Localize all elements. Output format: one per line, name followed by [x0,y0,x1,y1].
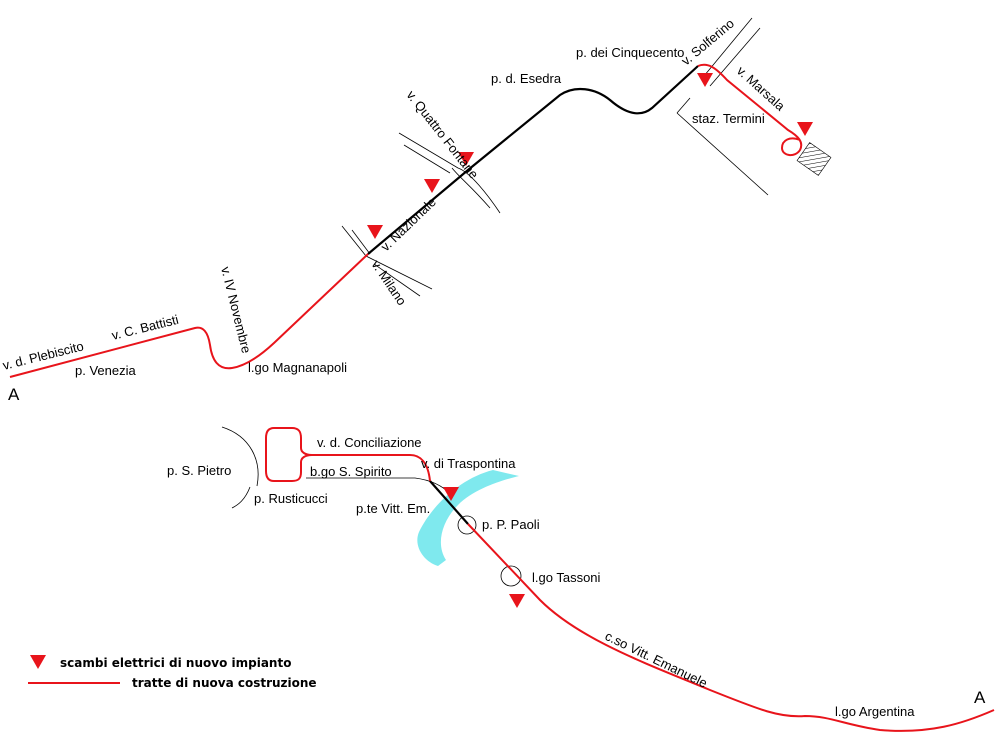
label-p-s-pietro: p. S. Pietro [167,463,231,478]
label-cso-vitt-emanuele: c.so Vitt. Emanuele [603,628,710,690]
label-p-esedra: p. d. Esedra [491,71,562,86]
switch-icon [367,225,383,239]
roundabout-icon [500,565,522,587]
label-v-conciliazione: v. d. Conciliazione [317,435,422,450]
label-lgo-magnanapoli: l.go Magnanapoli [248,360,347,375]
label-p-rusticucci: p. Rusticucci [254,491,328,506]
label-v-milano: v. Milano [369,257,410,308]
new-track-layer [9,63,995,732]
switch-icon [443,487,459,501]
switch-icon [424,179,440,193]
label-v-nazionale: v. Nazionale [378,194,439,254]
label-v-traspontina: v. di Traspontina [421,456,516,471]
existing-track-line [429,480,469,525]
label-endpoint-a-top: A [8,385,20,404]
existing-track-line [367,65,699,255]
legend-track-label: tratte di nuova costruzione [132,676,317,690]
label-bgo-s-spirito: b.go S. Spirito [310,464,392,479]
label-lgo-tassoni: l.go Tassoni [532,570,601,585]
label-p-p-paoli: p. P. Paoli [482,517,540,532]
switch-icon [458,152,474,166]
label-v-marsala: v. Marsala [734,63,788,114]
roundabout-icon [457,515,477,535]
label-v-battisti: v. C. Battisti [110,312,180,343]
label-p-cinquecento: p. dei Cinquecento [576,45,684,60]
label-staz-termini: staz. Termini [692,111,765,126]
label-layer: v. d. Plebiscito v. C. Battisti p. Venez… [1,16,986,719]
label-v-solferino: v. Solferino [678,16,737,69]
label-pte-vitt-em: p.te Vitt. Em. [356,501,430,516]
switch-layer [367,73,813,608]
label-endpoint-a-bottom: A [974,688,986,707]
label-v-quattro-fontane: v. Quattro Fontane [404,88,482,182]
tiber-river [417,470,519,566]
legend-switch-label: scambi elettrici di nuovo impianto [60,656,291,670]
label-lgo-argentina: l.go Argentina [835,704,915,719]
switch-icon [509,594,525,608]
label-v-iv-novembre: v. IV Novembre [218,265,254,355]
legend-switch-icon [30,655,46,669]
station-icon [796,142,832,176]
switch-icon [797,122,813,136]
switch-icon [697,73,713,87]
legend: scambi elettrici di nuovo impianto tratt… [28,655,317,690]
label-p-venezia: p. Venezia [75,363,136,378]
